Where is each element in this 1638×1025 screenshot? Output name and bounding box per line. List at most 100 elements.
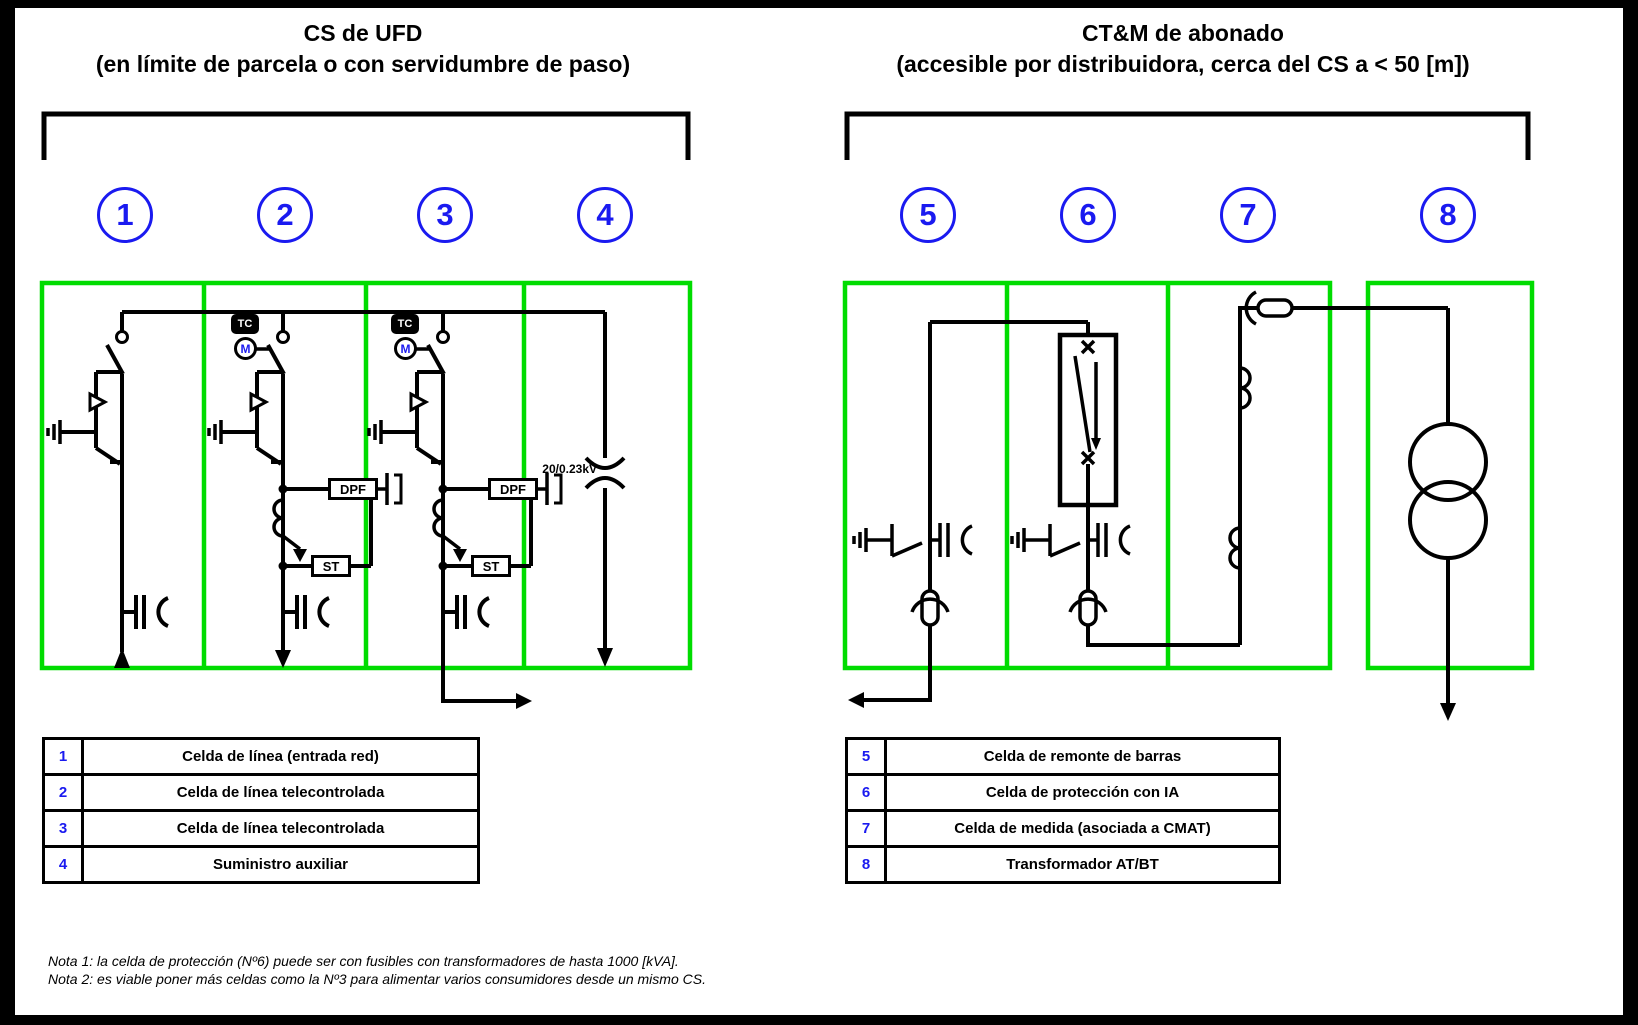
- legend-num-2: 2: [45, 776, 84, 809]
- cell6-earth-termination: [1010, 521, 1132, 559]
- tc-text: TC: [237, 318, 253, 330]
- cs-ufd-circuit: [46, 310, 626, 709]
- ctm-abonado-circuit: [848, 290, 1488, 721]
- legend-label-5: Celda de remonte de barras: [983, 748, 1182, 765]
- cell-badge-3: 3: [417, 187, 473, 243]
- dpf-detector-box-cell2: DPF: [328, 478, 378, 500]
- legend-row: 3 Celda de línea telecontrolada: [42, 809, 480, 848]
- telecontrol-tc-label-cell2: TC: [231, 314, 259, 334]
- legend-label-6: Celda de protección con IA: [985, 784, 1180, 801]
- legend-row: 4 Suministro auxiliar: [42, 845, 480, 884]
- legend-num-3: 3: [45, 812, 84, 845]
- kv-text: 20/0.23kV: [542, 462, 597, 476]
- telecontrol-tc-label-cell3: TC: [391, 314, 419, 334]
- legend-num-4: 4: [45, 848, 84, 881]
- breaker-bottom-contact: [1080, 450, 1096, 466]
- legend-row: 1 Celda de línea (entrada red): [42, 737, 480, 776]
- m-text: M: [400, 341, 411, 356]
- cell7-elbow-arc: [1244, 290, 1257, 326]
- cell7-riser-line: [1238, 306, 1258, 645]
- dpf-text: DPF: [500, 481, 526, 497]
- legend-row: 2 Celda de línea telecontrolada: [42, 773, 480, 812]
- dpf-detector-box-cell3: DPF: [488, 478, 538, 500]
- cell-1-number: 1: [116, 197, 134, 232]
- footnotes: Nota 1: la celda de protección (Nº6) pue…: [48, 952, 948, 988]
- legend-num-5: 5: [848, 740, 887, 773]
- motor-m-label-cell3: M: [394, 337, 417, 360]
- legend-num-1: 1: [45, 740, 84, 773]
- legend-label-7: Celda de medida (asociada a CMAT): [954, 820, 1211, 837]
- cell5-earth-termination: [852, 521, 974, 559]
- legend-row: 6 Celda de protección con IA: [845, 773, 1281, 812]
- legend-label-2: Celda de línea telecontrolada: [176, 784, 385, 801]
- st-box-cell2: ST: [311, 555, 351, 577]
- transformer-secondary-winding: [1408, 480, 1488, 560]
- aux-transformer-rating-label: 20/0.23kV: [500, 462, 597, 476]
- st-box-cell3: ST: [471, 555, 511, 577]
- cell7-cable-elbow-horizontal: [1256, 298, 1294, 318]
- legend-label-4: Suministro auxiliar: [212, 856, 349, 873]
- cell-8-number: 8: [1439, 197, 1457, 232]
- cell5-riser-line: [928, 320, 1088, 591]
- st-text: ST: [322, 558, 340, 574]
- cell-badge-4: 4: [577, 187, 633, 243]
- left-section-title-block: CS de UFD (en límite de parcela o con se…: [28, 18, 698, 80]
- cell5-cable-elbow: [910, 589, 950, 627]
- cell6-to-cell7-link: [1086, 625, 1240, 647]
- cell3-feeder-symbol: [367, 310, 491, 631]
- cell1-feeder-symbol: [46, 310, 170, 631]
- cell-badge-7: 7: [1220, 187, 1276, 243]
- cell-7-number: 7: [1239, 197, 1257, 232]
- right-title: CT&M de abonado: [1082, 20, 1284, 46]
- cell-2-number: 2: [276, 197, 294, 232]
- left-title: CS de UFD: [303, 20, 423, 46]
- left-group-bracket: [41, 111, 691, 160]
- cell4-arrow: [597, 648, 613, 667]
- breaker-top-contact: [1080, 339, 1096, 355]
- breaker-blade: [1073, 355, 1092, 453]
- cell1-incoming-arrow: [114, 648, 130, 668]
- legend-table-left: 1 Celda de línea (entrada red) 2 Celda d…: [42, 737, 480, 884]
- m-text: M: [240, 341, 251, 356]
- motor-m-label-cell2: M: [234, 337, 257, 360]
- legend-num-6: 6: [848, 776, 887, 809]
- current-transformer-symbol: [1228, 526, 1241, 570]
- st-text: ST: [482, 558, 500, 574]
- right-group-bracket: [844, 111, 1531, 160]
- cell-5-number: 5: [919, 197, 937, 232]
- cell3-line-bottom: [441, 612, 516, 703]
- legend-num-7: 7: [848, 812, 887, 845]
- breaker-mechanism-arrow: [1091, 438, 1101, 450]
- legend-num-8: 8: [848, 848, 887, 881]
- cell-badge-2: 2: [257, 187, 313, 243]
- nota-1: Nota 1: la celda de protección (Nº6) pue…: [48, 953, 679, 969]
- cell3-outgoing-arrow: [516, 693, 532, 709]
- transformer-primary-winding: [1408, 422, 1488, 502]
- cell5-line-bottom: [864, 625, 932, 702]
- cell-3-number: 3: [436, 197, 454, 232]
- cell-boxes-green: [39, 280, 1535, 671]
- cell2-feeder-symbol: [207, 310, 331, 631]
- legend-row: 7 Celda de medida (asociada a CMAT): [845, 809, 1281, 848]
- legend-row: 5 Celda de remonte de barras: [845, 737, 1281, 776]
- cell6-cable-elbow: [1068, 589, 1108, 627]
- left-subtitle: (en límite de parcela o con servidumbre …: [95, 51, 631, 77]
- legend-table-right: 5 Celda de remonte de barras 6 Celda de …: [845, 737, 1281, 884]
- cell-badge-5: 5: [900, 187, 956, 243]
- cell-badge-1: 1: [97, 187, 153, 243]
- cell-6-number: 6: [1079, 197, 1097, 232]
- cell8-lv-arrow: [1440, 703, 1456, 721]
- voltage-transformer-symbol: [1239, 366, 1252, 410]
- legend-label-1: Celda de línea (entrada red): [182, 748, 379, 765]
- cell-badge-6: 6: [1060, 187, 1116, 243]
- cell-4-number: 4: [596, 197, 614, 232]
- legend-row: 8 Transformador AT/BT: [845, 845, 1281, 884]
- cell5-incoming-arrow: [848, 692, 864, 708]
- cell-badge-8: 8: [1420, 187, 1476, 243]
- legend-label-3: Celda de línea telecontrolada: [176, 820, 385, 837]
- aux-transformer-symbol: [584, 456, 626, 490]
- dpf-text: DPF: [340, 481, 366, 497]
- nota-2: Nota 2: es viable poner más celdas como …: [48, 971, 706, 987]
